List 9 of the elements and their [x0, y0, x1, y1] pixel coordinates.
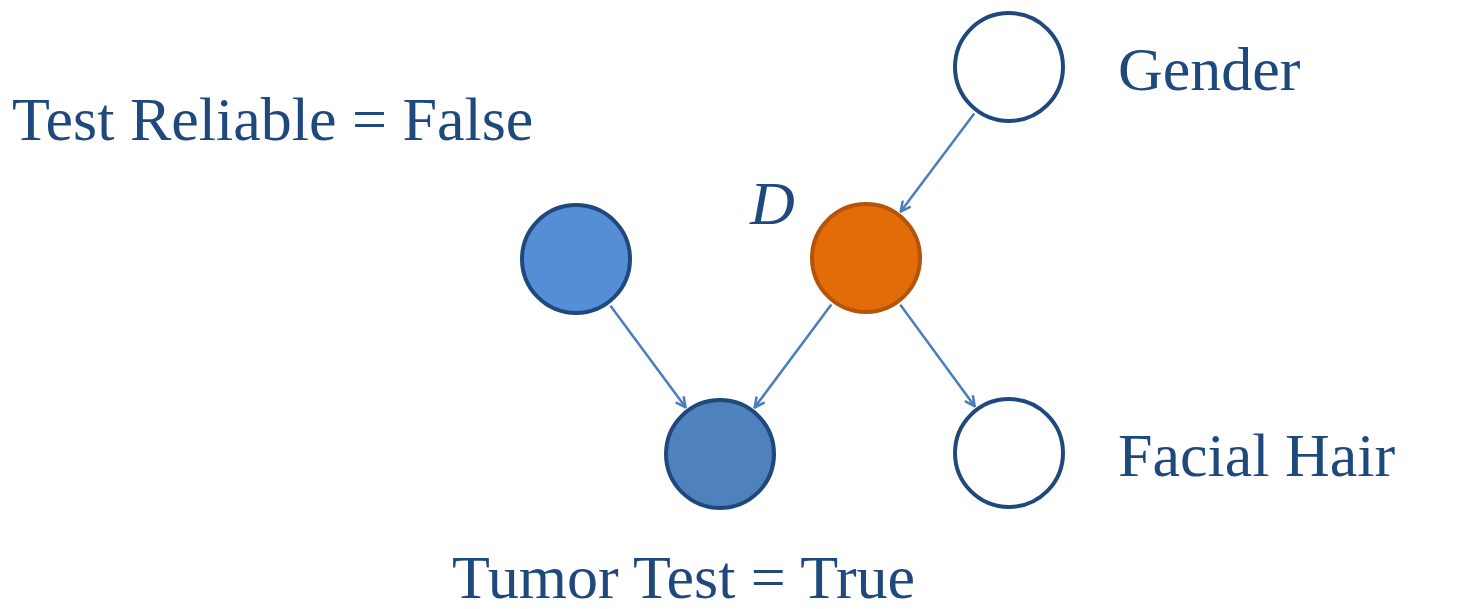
node-label: Tumor Test = True	[452, 546, 916, 608]
node-label: Gender	[1118, 38, 1301, 100]
arrow	[609, 304, 687, 409]
arrow	[899, 112, 976, 213]
node-label: Test Reliable = False	[12, 88, 534, 150]
node-label: Facial Hair	[1118, 424, 1396, 486]
arrow	[753, 303, 833, 409]
arrow	[899, 304, 976, 408]
node-label: D	[750, 172, 795, 234]
